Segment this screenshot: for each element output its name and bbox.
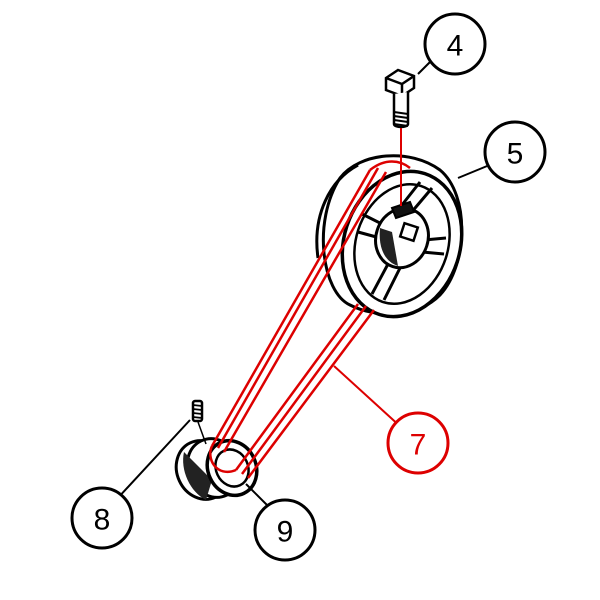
v-belt-strand-1 bbox=[210, 169, 372, 447]
large-pulley-hub-shade bbox=[379, 228, 398, 266]
large-pulley bbox=[315, 154, 464, 319]
callout-7: 7 bbox=[386, 411, 450, 475]
set-screw bbox=[191, 399, 207, 445]
leader-5 bbox=[457, 163, 493, 179]
large-pulley-spoke-bottom bbox=[370, 263, 402, 301]
large-pulley-inner-rim bbox=[353, 183, 451, 305]
v-belt-top-wrap bbox=[369, 160, 411, 171]
callout-8: 8 bbox=[70, 486, 134, 550]
leader-7 bbox=[333, 365, 403, 429]
small-pulley-hub-shade bbox=[183, 452, 212, 500]
v-belt-strand-6 bbox=[247, 309, 375, 479]
large-pulley-groove bbox=[315, 163, 359, 259]
callout-4: 4 bbox=[423, 12, 487, 76]
leader-9 bbox=[245, 483, 271, 509]
callout-5-label: 5 bbox=[507, 138, 524, 171]
callout-8-label: 8 bbox=[94, 504, 111, 537]
v-belt-strand-2 bbox=[216, 167, 380, 449]
callout-7-label: 7 bbox=[410, 429, 427, 462]
v-belt-strand-3 bbox=[222, 171, 388, 453]
callout-7-circle bbox=[386, 411, 450, 475]
large-pulley-bore bbox=[398, 221, 420, 243]
callout-4-circle bbox=[423, 12, 487, 76]
v-belt-strand-5 bbox=[240, 305, 368, 475]
v-belt bbox=[209, 128, 411, 479]
callout-8-circle bbox=[70, 486, 134, 550]
leader-lines bbox=[115, 61, 493, 509]
v-belt-strand-4 bbox=[234, 303, 360, 471]
callout-9: 9 bbox=[253, 498, 317, 562]
callout-4-label: 4 bbox=[447, 30, 464, 63]
callout-9-circle bbox=[253, 498, 317, 562]
bolt bbox=[384, 68, 416, 129]
callout-9-label: 9 bbox=[277, 516, 294, 549]
set-screw-axis bbox=[197, 421, 207, 445]
callout-5: 5 bbox=[483, 120, 547, 184]
bolt-thread bbox=[393, 111, 409, 127]
small-pulley bbox=[174, 437, 259, 501]
leader-8 bbox=[115, 419, 191, 501]
v-belt-bottom-wrap bbox=[209, 445, 237, 474]
callout-5-circle bbox=[483, 120, 547, 184]
large-pulley-keyway bbox=[390, 200, 416, 220]
set-screw-thread bbox=[192, 404, 203, 419]
leader-4 bbox=[417, 61, 431, 75]
